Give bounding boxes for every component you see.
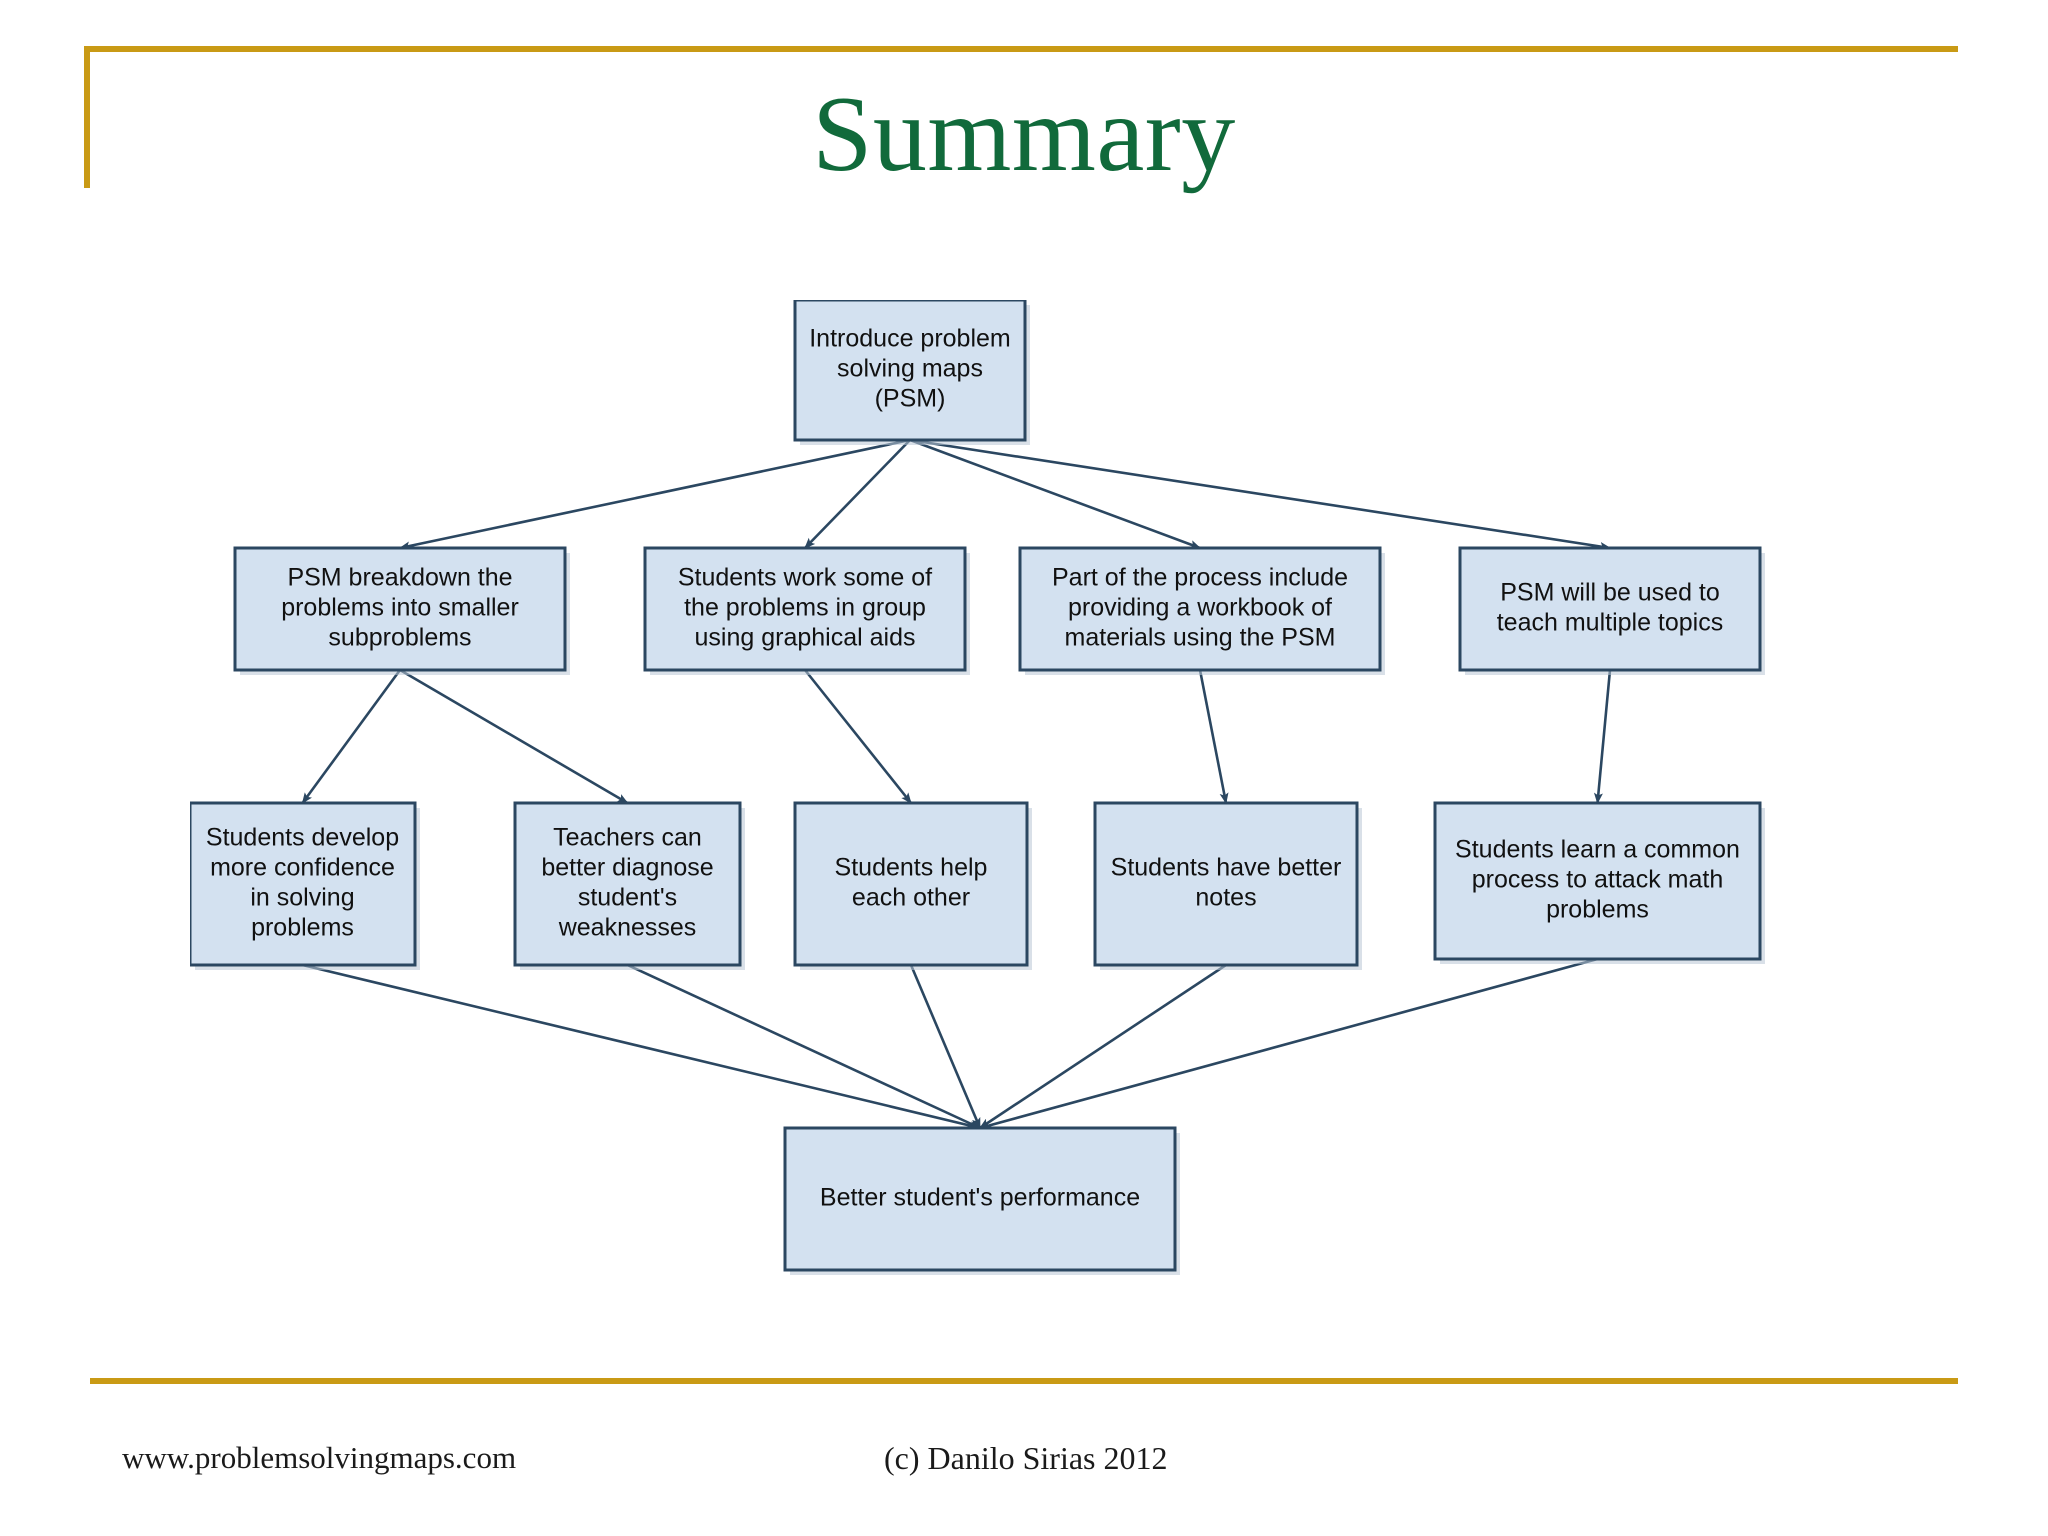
accent-line-left [84, 46, 90, 188]
diagram-edge [909, 964, 982, 1129]
node-label-line: process to attack math [1472, 866, 1724, 894]
node-label-line: solving maps [837, 355, 983, 383]
node-box[interactable] [190, 801, 417, 967]
node-label-line: the problems in group [684, 594, 926, 622]
diagram-edge [399, 668, 629, 805]
diagram-node-better-performance[interactable]: Better student's performance [783, 1126, 1180, 1275]
diagram-edges [301, 438, 1612, 1131]
diagram-edge [979, 957, 1598, 1130]
node-box[interactable] [1433, 801, 1762, 961]
diagram-edge [803, 669, 913, 804]
diagram-edge [301, 669, 402, 804]
node-label-line: Teachers can [553, 824, 702, 852]
node-box[interactable] [783, 1126, 1177, 1272]
node-label-line: PSM breakdown the [287, 564, 512, 592]
node-box[interactable] [1018, 546, 1382, 672]
diagram-svg: Introduce problemsolving maps(PSM) PSM br… [190, 300, 1765, 1275]
node-label-line: Students have better [1111, 854, 1342, 882]
node-label-line: better diagnose [541, 854, 713, 882]
diagram-edge [1593, 669, 1612, 804]
node-label-line: weaknesses [558, 914, 697, 942]
node-label-line: problems into smaller [281, 594, 519, 622]
diagram-edge [302, 963, 981, 1131]
node-label-line: Part of the process include [1052, 564, 1348, 592]
diagram-edge [399, 438, 911, 551]
node-box[interactable] [513, 801, 742, 967]
node-label-line: Introduce problem [809, 325, 1011, 353]
node-label-line: notes [1195, 884, 1256, 912]
node-label-line: providing a workbook of [1068, 594, 1332, 622]
node-label-line: problems [251, 914, 354, 942]
node-label-line: materials using the PSM [1065, 624, 1336, 652]
node-label-line: (PSM) [875, 385, 946, 413]
page-title: Summary [812, 75, 1236, 194]
diagram-edge [804, 439, 911, 549]
diagram-edge [626, 963, 981, 1130]
accent-line-bottom [90, 1378, 1958, 1384]
node-box[interactable] [643, 546, 967, 672]
node-label-line: using graphical aids [695, 624, 916, 652]
node-label-line: each other [852, 884, 970, 912]
diagram-edge [909, 438, 1611, 551]
node-label-line: in solving [250, 884, 354, 912]
node-label-line: Students help [835, 854, 988, 882]
node-label-line: problems [1546, 896, 1649, 924]
node-box[interactable] [233, 546, 567, 672]
diagram-nodes: Introduce problemsolving maps(PSM) PSM br… [190, 300, 1765, 1275]
node-box[interactable] [1093, 801, 1359, 967]
node-box[interactable] [793, 801, 1029, 967]
diagram-edge [1198, 669, 1229, 804]
node-label-line: student's [578, 884, 677, 912]
footer-website: www.problemsolvingmaps.com [122, 1440, 517, 1475]
node-box[interactable] [1458, 546, 1762, 672]
node-label-line: PSM will be used to [1500, 579, 1720, 607]
node-label-line: subproblems [328, 624, 471, 652]
node-label-line: Students learn a common [1455, 836, 1740, 864]
node-label-line: Students develop [206, 824, 399, 852]
diagram-node-psm-intro[interactable]: Introduce problemsolving maps(PSM) [793, 300, 1030, 445]
accent-line-top [84, 46, 1958, 52]
footer-copyright: (c) Danilo Sirias 2012 [884, 1440, 1168, 1476]
node-label-line: teach multiple topics [1497, 609, 1724, 637]
node-label-line: Better student's performance [820, 1184, 1140, 1212]
node-label-line: more confidence [210, 854, 395, 882]
diagram-edge [979, 963, 1227, 1130]
node-label-line: Students work some of [678, 564, 932, 592]
node-box[interactable] [793, 300, 1027, 442]
diagram-edge [909, 438, 1201, 550]
